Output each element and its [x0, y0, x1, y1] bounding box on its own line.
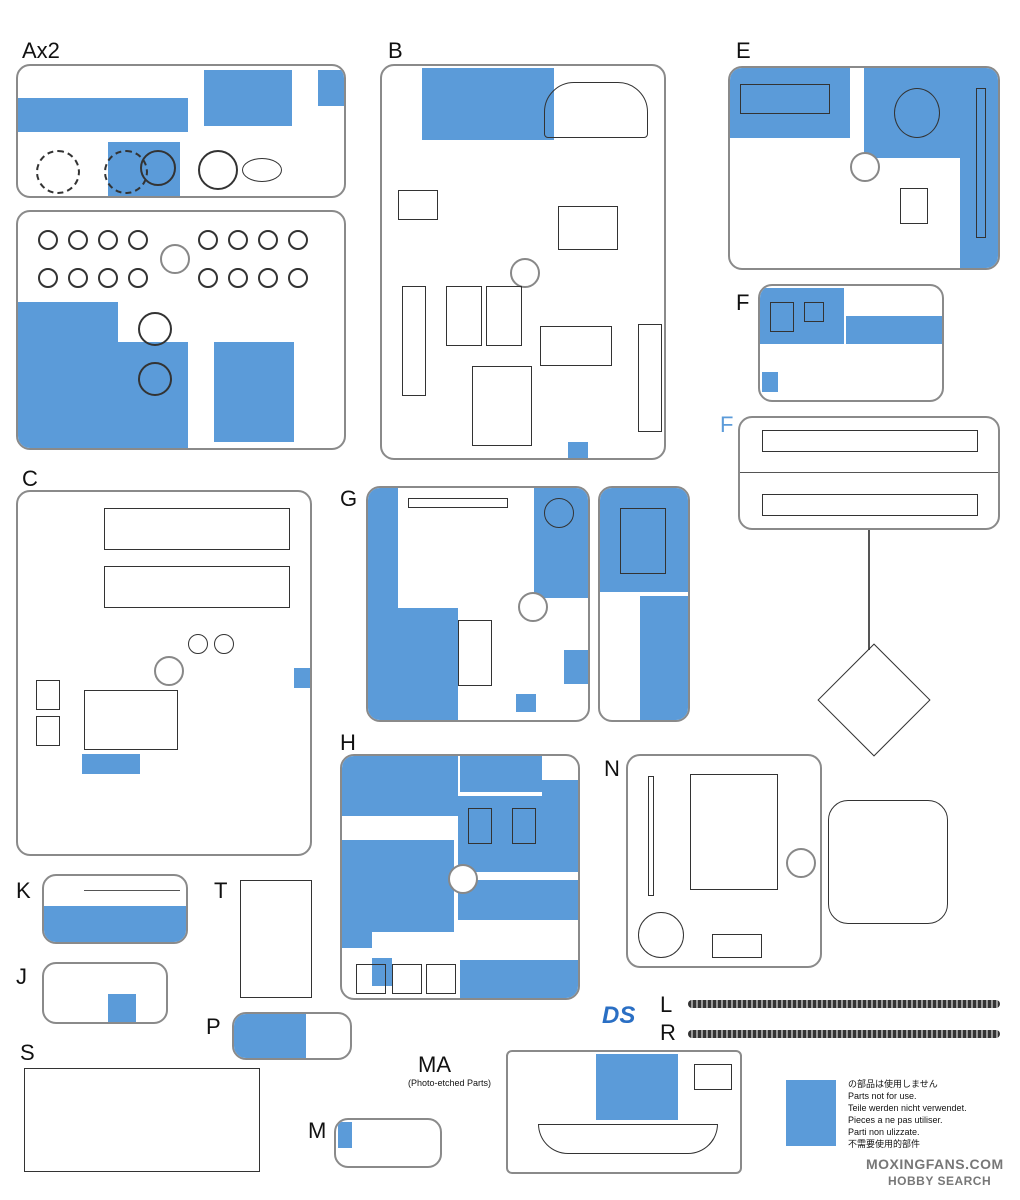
- watermark-hobbysearch: HOBBY SEARCH: [888, 1174, 992, 1188]
- sprue-c-label: C: [22, 466, 38, 491]
- ds-logo: DS: [602, 1002, 636, 1029]
- sprue-k: [42, 874, 188, 944]
- sprue-b: [380, 64, 666, 460]
- sprue-f1-label: F: [736, 290, 750, 315]
- sprue-h-label: H: [340, 730, 356, 755]
- sprue-f-large: [738, 416, 1000, 530]
- sprue-j: [42, 962, 168, 1024]
- sprue-f-diamond: [817, 643, 931, 757]
- track-l-label: L: [660, 992, 673, 1017]
- sprue-a-label: Ax2: [22, 38, 60, 63]
- sprue-e-label: E: [736, 38, 751, 63]
- sprue-t-label: T: [214, 878, 228, 903]
- legend-line-3: Teile werden nicht verwendet.: [848, 1103, 967, 1113]
- sprue-g-label: G: [340, 486, 358, 511]
- sprue-c: [16, 490, 312, 856]
- legend-line-4: Pieces a ne pas utiliser.: [848, 1115, 943, 1125]
- sprue-h: [340, 754, 580, 1000]
- sprue-a-upper: [16, 64, 346, 198]
- sprue-n-side-part: [828, 800, 948, 924]
- legend-line-5: Parti non ulizzate.: [848, 1127, 920, 1137]
- sprue-j-label: J: [16, 964, 27, 989]
- sprue-ma-note: (Photo-etched Parts): [408, 1078, 492, 1088]
- legend-swatch: [786, 1080, 836, 1146]
- sprue-ma: [506, 1050, 742, 1174]
- sprue-ma-label: MA: [418, 1052, 451, 1077]
- sprue-f-runner: [868, 530, 870, 650]
- sprue-a-lower: [16, 210, 346, 450]
- sprue-k-label: K: [16, 878, 31, 903]
- legend-line-2: Parts not for use.: [848, 1091, 917, 1101]
- legend-line-6: 不需要使用的部件: [848, 1139, 921, 1149]
- sprue-f2-label: F: [720, 412, 734, 437]
- sprue-p: [232, 1012, 352, 1060]
- legend-line-1: の部品は使用しません: [848, 1079, 938, 1089]
- sprue-t: [240, 880, 312, 998]
- sprue-e: [728, 66, 1000, 270]
- track-r: [688, 1030, 1000, 1038]
- sprue-m-label: M: [308, 1118, 327, 1143]
- track-l: [688, 1000, 1000, 1008]
- sprue-n: [626, 754, 822, 968]
- sprue-m: [334, 1118, 442, 1168]
- sprue-g-main: [366, 486, 590, 722]
- sprue-f-small: [758, 284, 944, 402]
- sprue-g-side: [598, 486, 690, 722]
- watermark-moxingfans: MOXINGFANS.COM: [866, 1156, 1004, 1172]
- sprue-b-label: B: [388, 38, 403, 63]
- sprue-s: [24, 1068, 260, 1172]
- sprue-s-label: S: [20, 1040, 35, 1065]
- sprue-n-label: N: [604, 756, 620, 781]
- sprue-p-label: P: [206, 1014, 221, 1039]
- track-r-label: R: [660, 1020, 676, 1045]
